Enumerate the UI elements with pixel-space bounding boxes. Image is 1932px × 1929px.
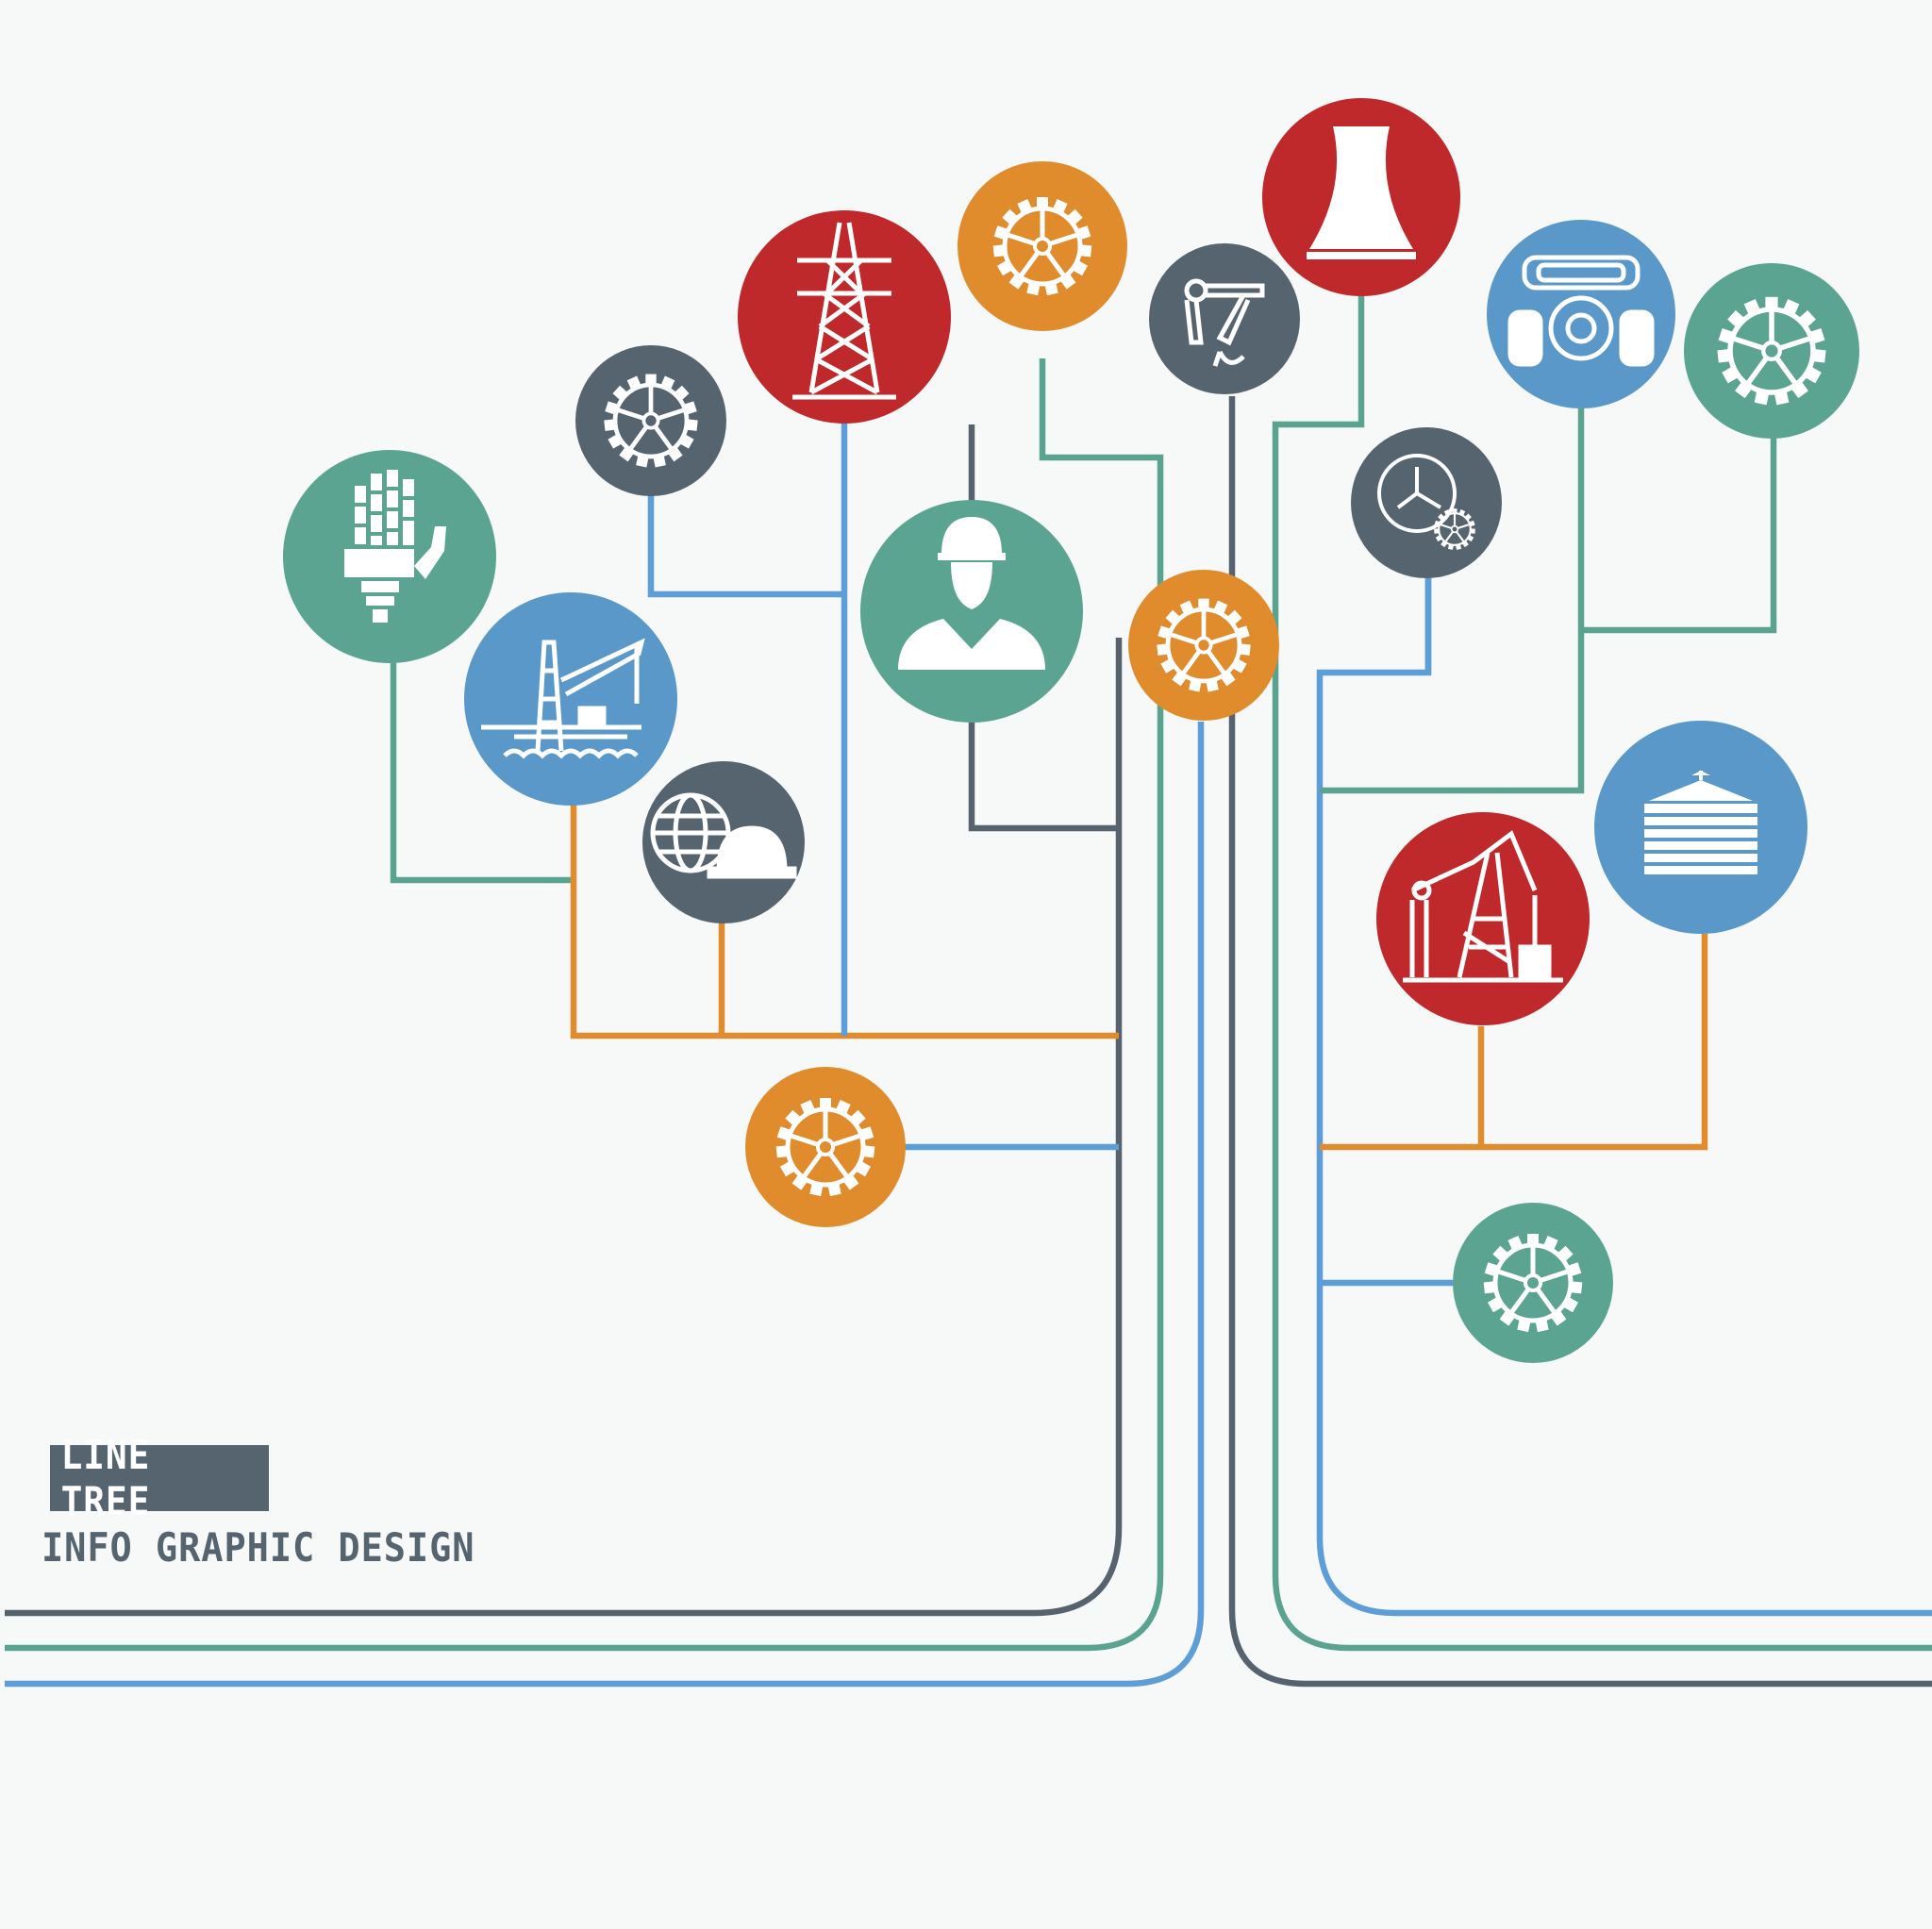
title-text: LINE TREE [60, 1432, 151, 1524]
cooling-tower-icon [1307, 126, 1416, 259]
node-gas-mask [1487, 220, 1675, 408]
branch-orange-right [1320, 934, 1708, 1151]
node-gear-slate-left [575, 345, 726, 496]
connector-lines [5, 295, 1932, 1688]
node-container [1594, 721, 1807, 934]
robot-arm-icon [1184, 278, 1265, 367]
node-worker [860, 500, 1083, 723]
trunk-line-teal-right [1272, 295, 1932, 1652]
node-robot-arm [1149, 243, 1300, 394]
globe-helmet-icon [650, 792, 797, 879]
node-globe-helmet [642, 761, 805, 923]
node-cooling-tower [1262, 98, 1460, 296]
offshore-rig-icon [481, 638, 645, 759]
node-gear-orange-low [745, 1067, 906, 1227]
subtitle-text: INFO GRAPHIC DESIGN [42, 1524, 475, 1571]
node-oil-pump [1376, 812, 1590, 1025]
trunk-line-blue-right [1316, 575, 1932, 1617]
clock-gear-icon [1377, 454, 1457, 533]
trunk-line-slate-right [1228, 396, 1932, 1688]
oil-pump-icon [1403, 830, 1563, 983]
trunk-line-blue-left [5, 722, 1205, 1688]
trunk-line-teal-left [5, 358, 1164, 1652]
branch-orange-left [570, 802, 1119, 1039]
branch-power-tower [647, 420, 848, 1036]
worker-icon [898, 517, 1045, 670]
node-clock-gear [1351, 427, 1502, 578]
node-gear-orange-top [958, 161, 1127, 331]
gas-mask-icon [1507, 255, 1655, 367]
title-badge: LINE TREE [50, 1432, 269, 1524]
branch-worker [968, 722, 1119, 832]
node-offshore-rig [464, 592, 677, 806]
node-gear-teal-low [1453, 1203, 1613, 1363]
branch-robot-hand [390, 660, 574, 884]
power-tower-icon [792, 222, 896, 400]
node-robot-hand [283, 450, 496, 663]
node-gear-teal-right [1684, 263, 1859, 439]
robot-hand-icon [344, 470, 446, 623]
container-icon [1644, 771, 1757, 874]
node-power-tower [738, 210, 951, 424]
branch-gas-mask [1320, 406, 1777, 794]
node-gear-orange-center [1128, 570, 1279, 721]
